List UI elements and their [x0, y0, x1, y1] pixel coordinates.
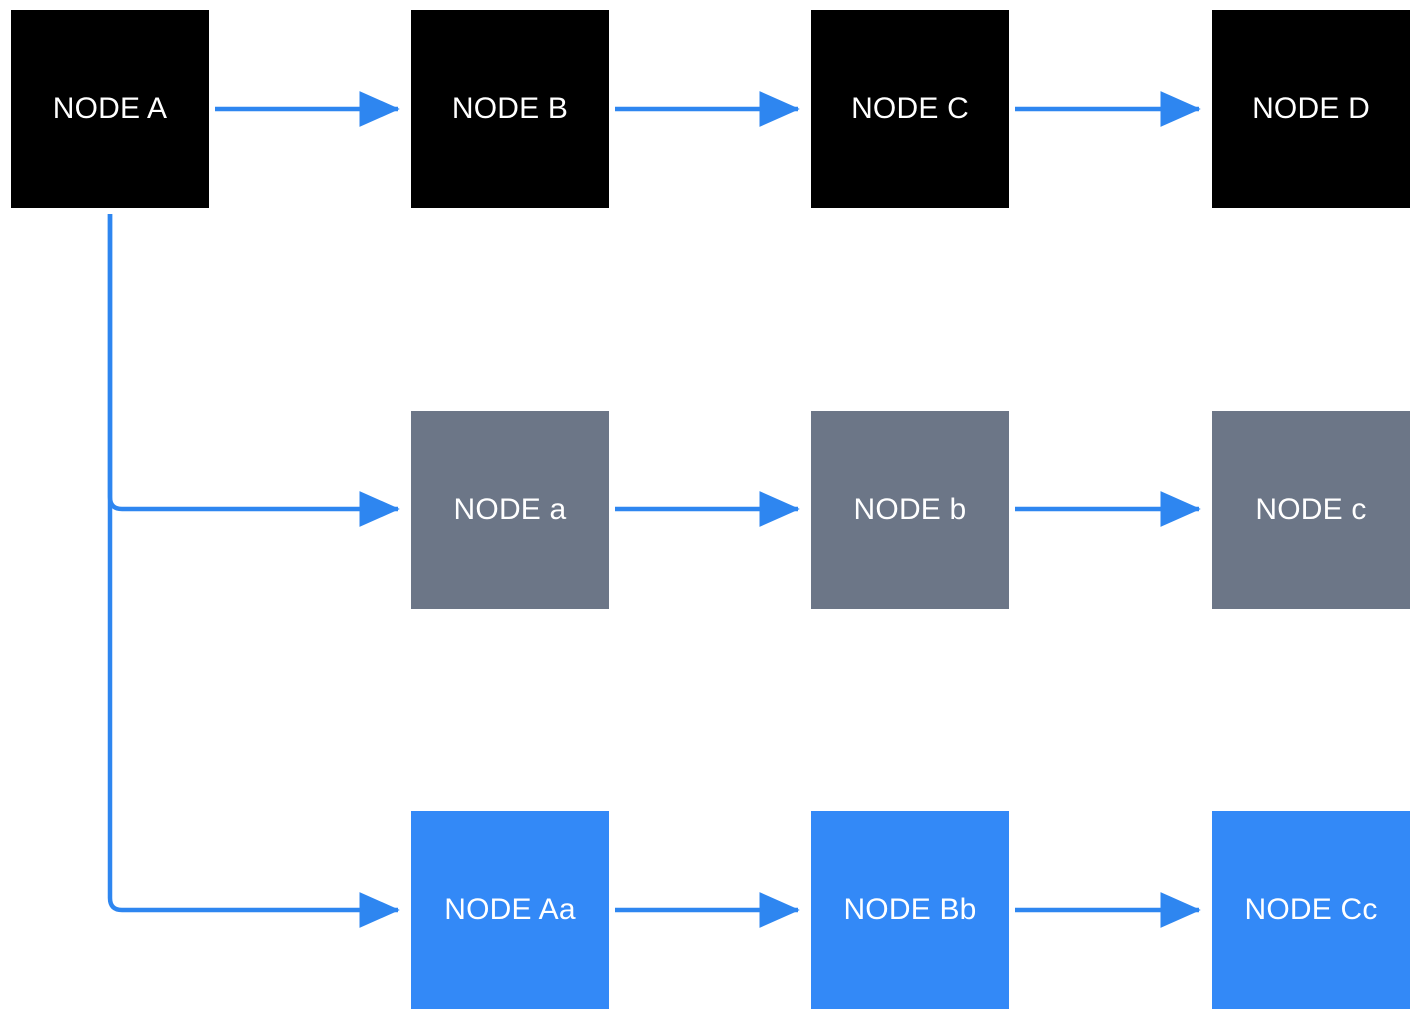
- node-bb[interactable]: NODE Bb: [811, 811, 1009, 1009]
- edge-node-a-to-node-aa: [107, 214, 400, 928]
- node-cc[interactable]: NODE Cc: [1212, 811, 1410, 1009]
- node-aa-label: NODE Aa: [444, 893, 576, 926]
- node-c-label: NODE C: [851, 92, 969, 125]
- node-a[interactable]: NODE A: [11, 10, 209, 208]
- node-a-lower-label: NODE a: [453, 493, 567, 526]
- node-a-lower[interactable]: NODE a: [411, 411, 609, 609]
- node-cc-label: NODE Cc: [1244, 893, 1378, 926]
- edge-node-a-to-node-a-lower: [107, 214, 400, 527]
- node-c-lower-label: NODE c: [1255, 493, 1367, 526]
- node-d-label: NODE D: [1252, 92, 1370, 125]
- node-c[interactable]: NODE C: [811, 10, 1009, 208]
- node-b-lower-label: NODE b: [853, 493, 967, 526]
- node-a-label: NODE A: [52, 92, 168, 125]
- node-d[interactable]: NODE D: [1212, 10, 1410, 208]
- node-bb-label: NODE Bb: [843, 893, 977, 926]
- node-b[interactable]: NODE B: [411, 10, 609, 208]
- node-aa[interactable]: NODE Aa: [411, 811, 609, 1009]
- node-b-lower[interactable]: NODE b: [811, 411, 1009, 609]
- node-c-lower[interactable]: NODE c: [1212, 411, 1410, 609]
- node-b-label: NODE B: [451, 92, 569, 125]
